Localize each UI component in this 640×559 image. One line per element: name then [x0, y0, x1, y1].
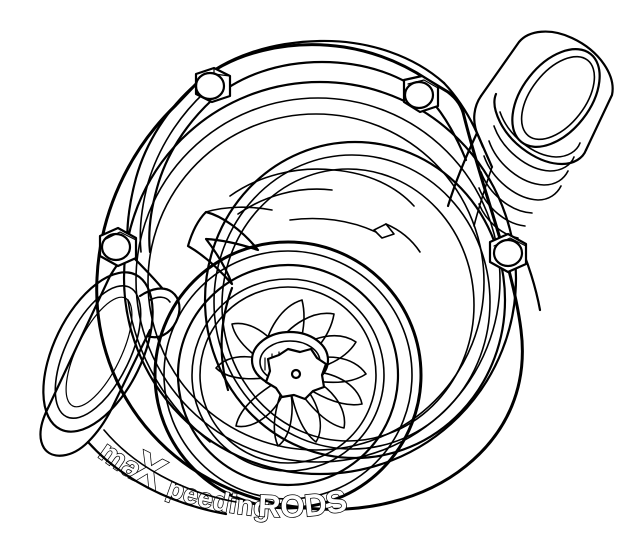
scroll-swirl-3 — [289, 217, 377, 233]
inlet-flange-body — [39, 250, 152, 457]
bolt-top-right-circle — [403, 80, 435, 110]
inducer-bore-inner — [176, 263, 400, 487]
outlet-tube-outline-upper — [479, 30, 614, 152]
diffuser-cone-outer — [203, 140, 507, 460]
compressor-wheel-boundary — [199, 286, 377, 464]
compressor-wheel — [199, 286, 377, 464]
outlet-thread-rib-3 — [488, 140, 569, 186]
inlet-flange-bore — [65, 296, 133, 408]
volute-ring-1 — [122, 80, 518, 476]
outlet-neck-inner-left — [473, 166, 493, 227]
bolt-top-left-circle — [194, 71, 226, 101]
lower-edge-left — [86, 440, 228, 516]
flange-left-outer — [126, 82, 198, 254]
housing-inner-left-edge — [220, 286, 234, 392]
outlet-thread-rib-4 — [483, 155, 562, 201]
outlet-tube-end-lip — [493, 92, 588, 166]
bolt-top-left — [194, 66, 232, 104]
diffuser-cone-inner — [213, 154, 491, 450]
housing-outer-silhouette — [95, 43, 524, 511]
outlet-thread-rib-2 — [493, 125, 575, 172]
scroll-swirl-1 — [229, 168, 415, 207]
mounting-bolts — [98, 66, 528, 274]
bolt-top-right-bevel — [407, 79, 439, 89]
outlet-thread-rib-5 — [480, 171, 533, 214]
housing-lower-edge — [86, 429, 237, 516]
bolt-mid-left-bevel — [103, 231, 137, 241]
compressor-wheel-hub — [250, 330, 330, 401]
compressor-blade-9 — [235, 374, 289, 428]
bolt-top-right — [402, 74, 440, 114]
bolt-mid-left — [98, 226, 138, 268]
compressor-housing — [95, 39, 524, 511]
volute-ring-3 — [147, 113, 485, 451]
compressor-blade-8 — [273, 374, 293, 447]
hub-nut-serrated — [264, 347, 328, 401]
volute-ring-2 — [135, 97, 501, 463]
bolt-mid-right-circle — [492, 238, 524, 268]
outlet-thread-rib-1 — [499, 111, 581, 158]
inlet-flange-face-inner — [54, 284, 142, 420]
flange-arc-outer — [194, 39, 446, 86]
inducer-bore-inner-2 — [191, 278, 385, 472]
bolt-top-left-bevel — [213, 67, 231, 77]
hub-center-hole — [290, 368, 302, 380]
bolt-mid-right-bevel — [493, 237, 527, 247]
volute-tongue-edge — [205, 206, 273, 213]
flange-left-inner — [148, 98, 214, 254]
inducer-bore-outer — [153, 240, 423, 510]
outlet-thread-rib-6 — [478, 187, 526, 227]
volute-tongue — [186, 210, 260, 286]
lower-edge-left-inner — [103, 429, 237, 503]
inlet-bracket-inner — [149, 296, 171, 303]
scroll-notch-tail — [385, 223, 421, 253]
logo-segment-rods: RODS — [257, 483, 350, 525]
scroll-notch — [373, 223, 395, 239]
scroll-swirl-2 — [237, 188, 333, 215]
inlet-flange-face-outer — [42, 271, 154, 433]
inducer-bore-mid — [163, 250, 413, 500]
outlet-mouth-inner — [520, 55, 596, 141]
inlet-bracket — [138, 287, 181, 339]
bolt-mid-right — [488, 232, 528, 274]
flange-right-outer — [442, 81, 485, 149]
flange-arc-inner — [210, 60, 432, 102]
